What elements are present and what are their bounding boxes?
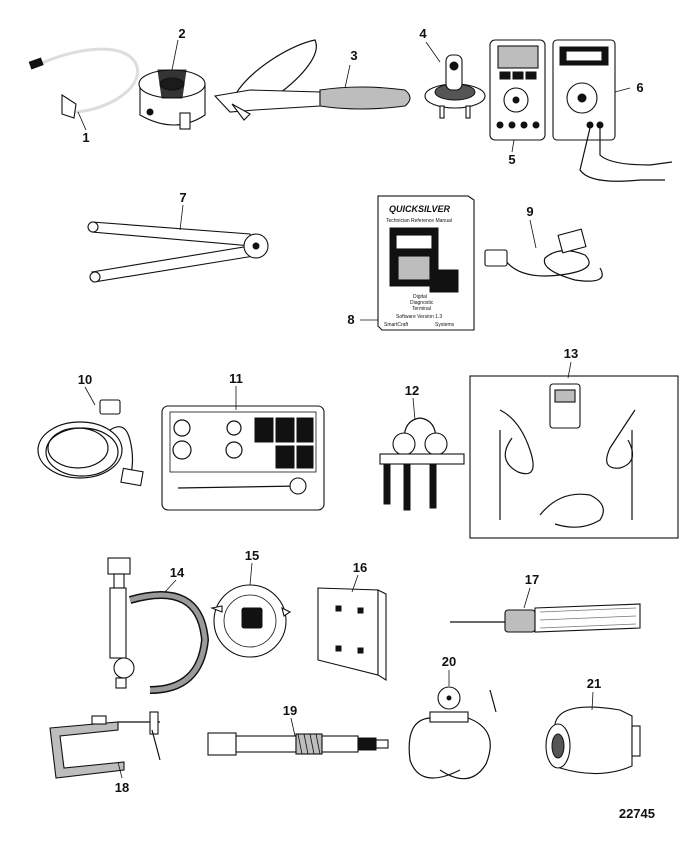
tool-19-threaded-shaft [207, 717, 389, 756]
tool-17-braided-probe [450, 587, 641, 633]
callout-17: 17 [525, 572, 539, 587]
callout-14: 14 [170, 565, 185, 580]
callout-12: 12 [405, 383, 419, 398]
manual-device-line3: Terminal [412, 306, 431, 312]
callout-19: 19 [283, 703, 297, 718]
callout-7: 7 [179, 190, 186, 205]
manual-software: Software Version 1.3 [396, 314, 442, 320]
callout-6: 6 [636, 80, 643, 95]
tool-15-filter-wrench [210, 562, 292, 658]
callout-3: 3 [350, 48, 357, 63]
manual-footer-left: SmartCraft [384, 322, 409, 328]
manual-device-line2: Diagnostic [410, 300, 434, 306]
callout-labels: 1 2 3 4 5 6 7 8 9 10 11 12 13 14 15 16 1… [78, 26, 644, 795]
tool-21-socket-adapter [545, 691, 641, 775]
callout-10: 10 [78, 372, 92, 387]
figure-number: 22745 [619, 806, 655, 821]
tool-3-strap-wrench [213, 39, 411, 121]
manual-brand: QUICKSILVER [389, 204, 451, 214]
tool-7-pin-spanner [87, 204, 269, 283]
callout-16: 16 [353, 560, 367, 575]
tool-14-hand-pump [107, 557, 210, 694]
tool-6-multimeter-with-leads [552, 39, 673, 182]
callout-5: 5 [508, 152, 515, 167]
manual-title: Technician Reference Manual [386, 218, 452, 224]
tool-2-split-collar [138, 39, 206, 130]
manual-device-line1: Digital [413, 294, 427, 300]
tool-4-dial-fixture [424, 41, 486, 119]
tool-8-reference-manual: QUICKSILVER Technician Reference Manual … [360, 195, 475, 331]
tool-18-c-clamp [49, 711, 161, 779]
tool-9-harness-cable [484, 219, 603, 282]
tool-10-cable-coil [37, 386, 144, 487]
tool-11-oring-kit [161, 386, 325, 511]
callout-21: 21 [587, 676, 601, 691]
callout-4: 4 [419, 26, 427, 41]
callout-2: 2 [178, 26, 185, 41]
callout-20: 20 [442, 654, 456, 669]
manual-footer-right: Systems [435, 322, 455, 328]
tool-5-digital-meter [489, 39, 546, 153]
callout-1: 1 [82, 130, 89, 145]
callout-18: 18 [115, 780, 129, 795]
tool-20-pressure-gauge [408, 670, 497, 780]
callout-13: 13 [564, 346, 578, 361]
tool-12-gauge-manifold [379, 397, 465, 511]
callout-11: 11 [229, 371, 243, 386]
callout-15: 15 [245, 548, 259, 563]
tool-13-diagnostic-kit [469, 361, 679, 539]
callout-8: 8 [347, 312, 354, 327]
callout-9: 9 [526, 204, 533, 219]
tool-1-hose-probe [28, 47, 139, 131]
tool-16-mounting-plate [317, 574, 387, 681]
